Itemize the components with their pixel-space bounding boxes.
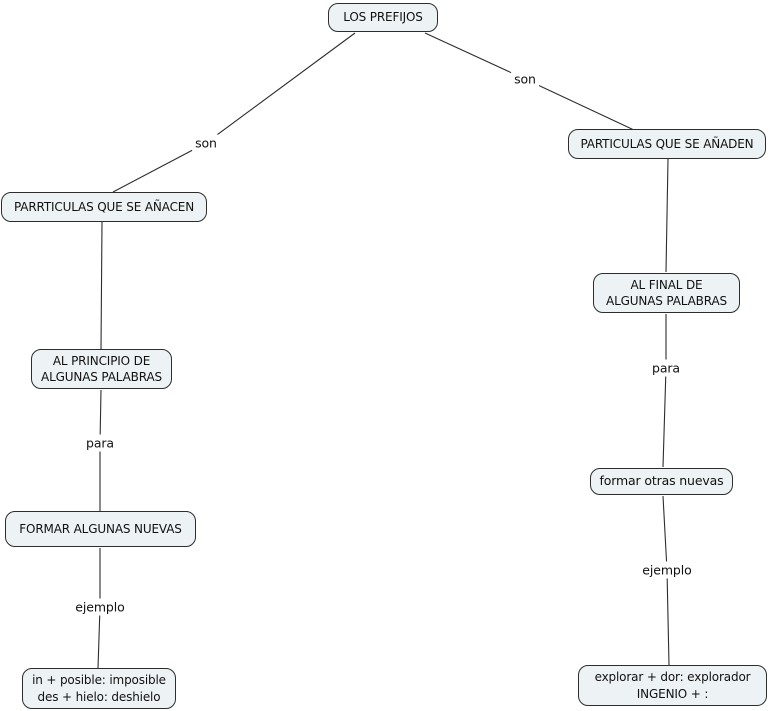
node-ejemplo-prefijos-line1: in + posible: imposible [32, 673, 166, 688]
connector-right3-to-right4 [662, 495, 670, 666]
node-al-principio-line1: AL PRINCIPIO DE [52, 353, 151, 368]
edge-label-para-right[interactable]: para [649, 359, 683, 377]
node-al-final-line1: AL FINAL DE [630, 277, 703, 292]
node-ejemplo-sufijos-line2: INGENIO + : [636, 686, 709, 701]
edge-label-para-left[interactable]: para [83, 434, 117, 452]
connector-root-to-left [112, 32, 356, 193]
node-ejemplo-prefijos[interactable]: in + posible: imposible des + hielo: des… [22, 668, 176, 709]
node-particulas-right[interactable]: PARTICULAS QUE SE AÑADEN [568, 129, 766, 159]
edge-label-ejemplo-right[interactable]: ejemplo [639, 561, 695, 579]
node-formar-algunas-nuevas[interactable]: FORMAR ALGUNAS NUEVAS [5, 511, 196, 547]
node-formar-algunas-nuevas-label: FORMAR ALGUNAS NUEVAS [19, 521, 182, 536]
node-al-final[interactable]: AL FINAL DE ALGUNAS PALABRAS [593, 273, 740, 313]
node-al-principio-line2: ALGUNAS PALABRAS [41, 370, 162, 384]
edge-label-son-right[interactable]: son [511, 70, 539, 88]
edge-label-ejemplo-left[interactable]: ejemplo [72, 598, 128, 616]
node-formar-otras-nuevas-label: formar otras nuevas [599, 473, 724, 489]
node-ejemplo-sufijos[interactable]: explorar + dor: explorador INGENIO + : [578, 665, 767, 706]
node-particulas-left-label: PARRTICULAS QUE SE AÑACEN [13, 199, 195, 214]
node-los-prefijos[interactable]: LOS PREFIJOS [328, 3, 438, 32]
node-al-final-line2: ALGUNAS PALABRAS [606, 294, 727, 308]
connector-right1-to-right2 [665, 158, 669, 273]
node-los-prefijos-label: LOS PREFIJOS [343, 10, 423, 25]
connector-left1-to-left2 [100, 221, 103, 350]
node-formar-otras-nuevas[interactable]: formar otras nuevas [590, 468, 733, 495]
node-ejemplo-prefijos-line2: des + hielo: deshielo [37, 689, 161, 704]
connector-right2-to-right3 [662, 314, 667, 468]
node-ejemplo-sufijos-line1: explorar + dor: explorador [594, 670, 751, 685]
node-particulas-right-label: PARTICULAS QUE SE AÑADEN [580, 136, 754, 151]
edge-label-son-left[interactable]: son [192, 134, 220, 152]
node-particulas-left[interactable]: PARRTICULAS QUE SE AÑACEN [1, 192, 207, 222]
node-al-principio[interactable]: AL PRINCIPIO DE ALGUNAS PALABRAS [31, 349, 172, 389]
